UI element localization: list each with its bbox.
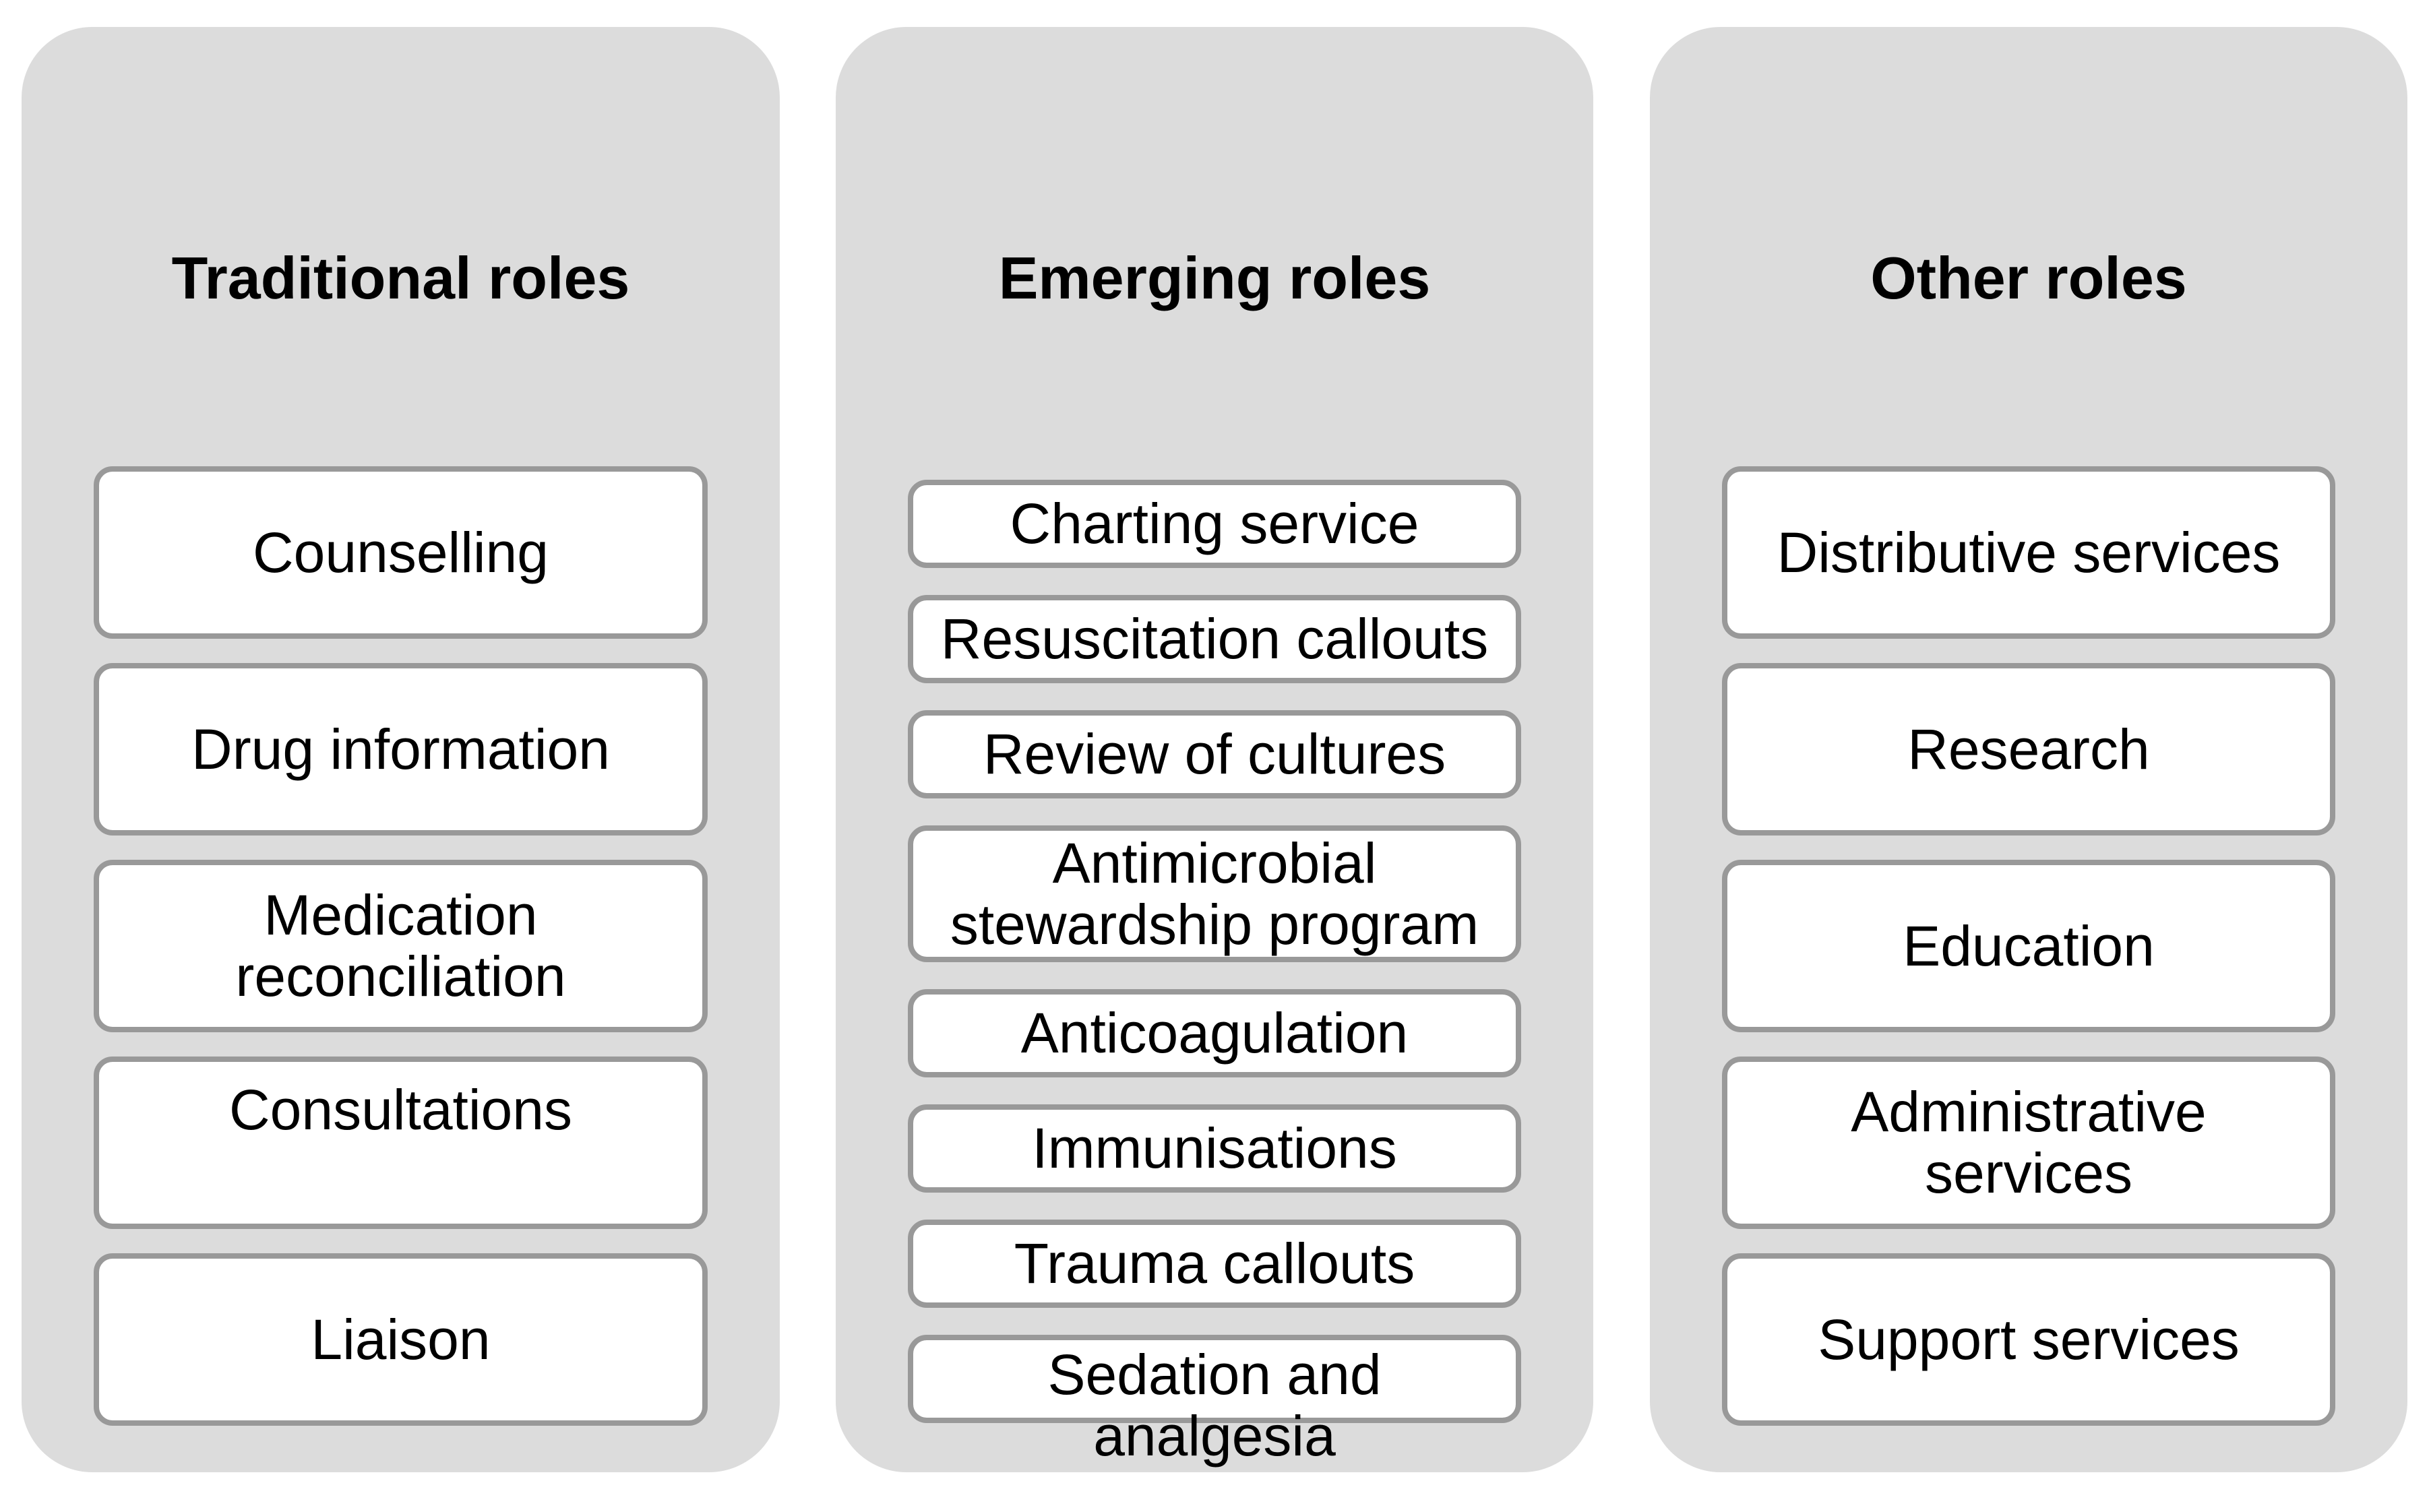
emerging-roles-header: Emerging roles	[998, 245, 1431, 311]
role-box: Charting service	[908, 480, 1521, 568]
role-box: Distributive services	[1722, 466, 2335, 639]
role-box-label: Medication reconciliation	[235, 883, 566, 1008]
role-box: Consultations	[94, 1057, 708, 1229]
role-box: Education	[1722, 860, 2335, 1032]
role-box-label: Distributive services	[1777, 520, 2281, 584]
traditional-roles-header: Traditional roles	[171, 245, 630, 311]
role-box: Research	[1722, 663, 2335, 836]
role-box-label: Consultations	[229, 1078, 572, 1141]
role-box-label: Anticoagulation	[1020, 1001, 1409, 1065]
role-box: Trauma callouts	[908, 1220, 1521, 1308]
role-box-label: Trauma callouts	[1014, 1232, 1415, 1296]
role-box: Anticoagulation	[908, 989, 1521, 1077]
role-box: Resuscitation callouts	[908, 595, 1521, 683]
role-box-label: Immunisations	[1032, 1116, 1397, 1180]
role-box-label: Research	[1907, 717, 2150, 781]
role-box-label: Support services	[1818, 1307, 2240, 1371]
role-box-label: Education	[1903, 914, 2155, 978]
role-box-label: Drug information	[191, 717, 610, 781]
role-box-label: Resuscitation callouts	[940, 607, 1489, 671]
role-box-label: Liaison	[311, 1307, 491, 1371]
role-box-label: Sedation and analgesia	[1047, 1343, 1382, 1468]
role-box-label: Administrative services	[1851, 1080, 2207, 1205]
role-box: Drug information	[94, 663, 708, 836]
role-box: Antimicrobial stewardship program	[908, 825, 1521, 962]
role-box: Support services	[1722, 1253, 2335, 1426]
role-box: Counselling	[94, 466, 708, 639]
role-box-label: Antimicrobial stewardship program	[950, 831, 1479, 956]
role-box: Sedation and analgesia	[908, 1335, 1521, 1466]
role-box-label: Review of cultures	[983, 722, 1446, 786]
role-box: Administrative services	[1722, 1057, 2335, 1229]
role-box: Review of cultures	[908, 710, 1521, 798]
role-box: Liaison	[94, 1253, 708, 1426]
role-box: Immunisations	[908, 1104, 1521, 1193]
other-roles-header: Other roles	[1870, 245, 2187, 311]
role-box: Medication reconciliation	[94, 860, 708, 1032]
role-box-label: Counselling	[253, 520, 549, 584]
role-box-label: Charting service	[1010, 492, 1419, 556]
